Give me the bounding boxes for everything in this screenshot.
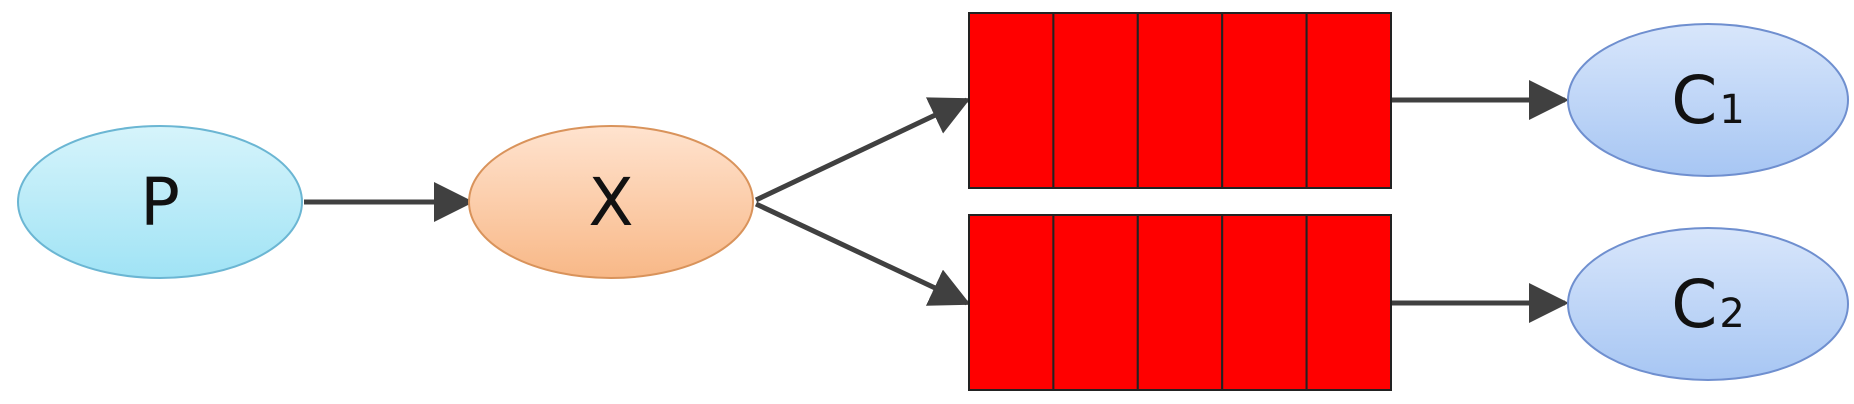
exchange-node: X xyxy=(468,125,754,279)
exchange-label: X xyxy=(588,164,633,241)
queue-2-slot-5 xyxy=(1305,214,1392,391)
consumer-2-label: C2 xyxy=(1671,266,1745,343)
consumer-2-node: C2 xyxy=(1567,227,1849,381)
consumer-2-label-text: C xyxy=(1671,266,1717,343)
consumer-1-label: C1 xyxy=(1671,62,1745,139)
queue-1-slot-1 xyxy=(968,12,1055,189)
producer-label-text: P xyxy=(140,164,180,241)
edge-exchange-to-queue-1 xyxy=(754,97,971,203)
producer-label: P xyxy=(140,164,180,241)
queue-1-slot-2 xyxy=(1052,12,1139,189)
consumer-1-label-text: C xyxy=(1671,62,1717,139)
consumer-2-ellipse xyxy=(1567,227,1849,381)
exchange-ellipse xyxy=(468,125,754,279)
queue-1-slot-4 xyxy=(1221,12,1308,189)
consumer-1-ellipse xyxy=(1567,23,1849,177)
exchange-label-text: X xyxy=(588,164,633,241)
queue-2-slot-4 xyxy=(1221,214,1308,391)
consumer-2-subscript: 2 xyxy=(1719,291,1744,337)
consumer-1-subscript: 1 xyxy=(1719,87,1744,133)
queue-1-slot-3 xyxy=(1136,12,1224,189)
consumer-1-node: C1 xyxy=(1567,23,1849,177)
queue-2-slot-1 xyxy=(968,214,1055,391)
queue-1 xyxy=(968,12,1392,189)
producer-ellipse xyxy=(17,125,303,279)
queue-2 xyxy=(968,214,1392,391)
queue-2-slot-3 xyxy=(1136,214,1224,391)
producer-node: P xyxy=(17,125,303,279)
queue-1-slot-5 xyxy=(1305,12,1392,189)
edges xyxy=(304,80,1570,323)
edge-exchange-to-queue-2 xyxy=(754,201,971,306)
queue-2-slot-2 xyxy=(1052,214,1139,391)
queues xyxy=(968,12,1392,391)
